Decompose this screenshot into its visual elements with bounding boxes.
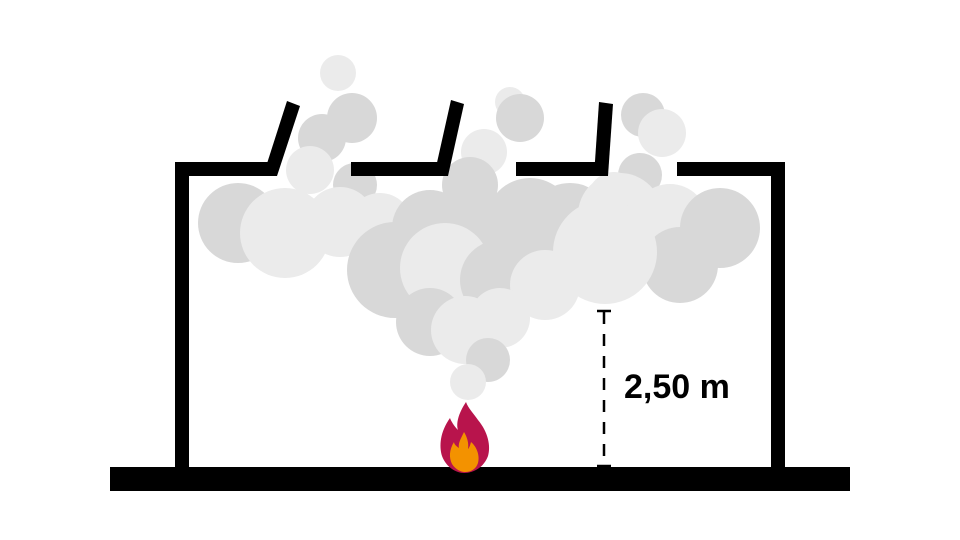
building: [110, 100, 850, 491]
smoke-cloud: [198, 55, 760, 400]
floor: [110, 467, 850, 491]
right-wall: [771, 162, 785, 469]
smoke-puff: [510, 250, 580, 320]
vent-flap[interactable]: [263, 101, 300, 176]
left-wall: [175, 162, 189, 469]
smoke-puff: [450, 364, 486, 400]
smoke-puff: [320, 55, 356, 91]
smoke-puff: [638, 109, 686, 157]
height-label: 2,50 m: [624, 368, 730, 406]
roof-segment: [516, 162, 608, 176]
vent-flap[interactable]: [594, 102, 613, 176]
height-dimension: [597, 309, 611, 468]
vent-flap[interactable]: [434, 100, 464, 176]
fire-icon: [440, 402, 490, 473]
smoke-puff: [286, 146, 334, 194]
roof-segment: [175, 162, 275, 176]
smoke-puff: [470, 288, 530, 348]
smoke-puff: [642, 227, 718, 303]
smoke-puff: [496, 94, 544, 142]
roof-segment: [351, 162, 448, 176]
roof-segment: [677, 162, 785, 176]
